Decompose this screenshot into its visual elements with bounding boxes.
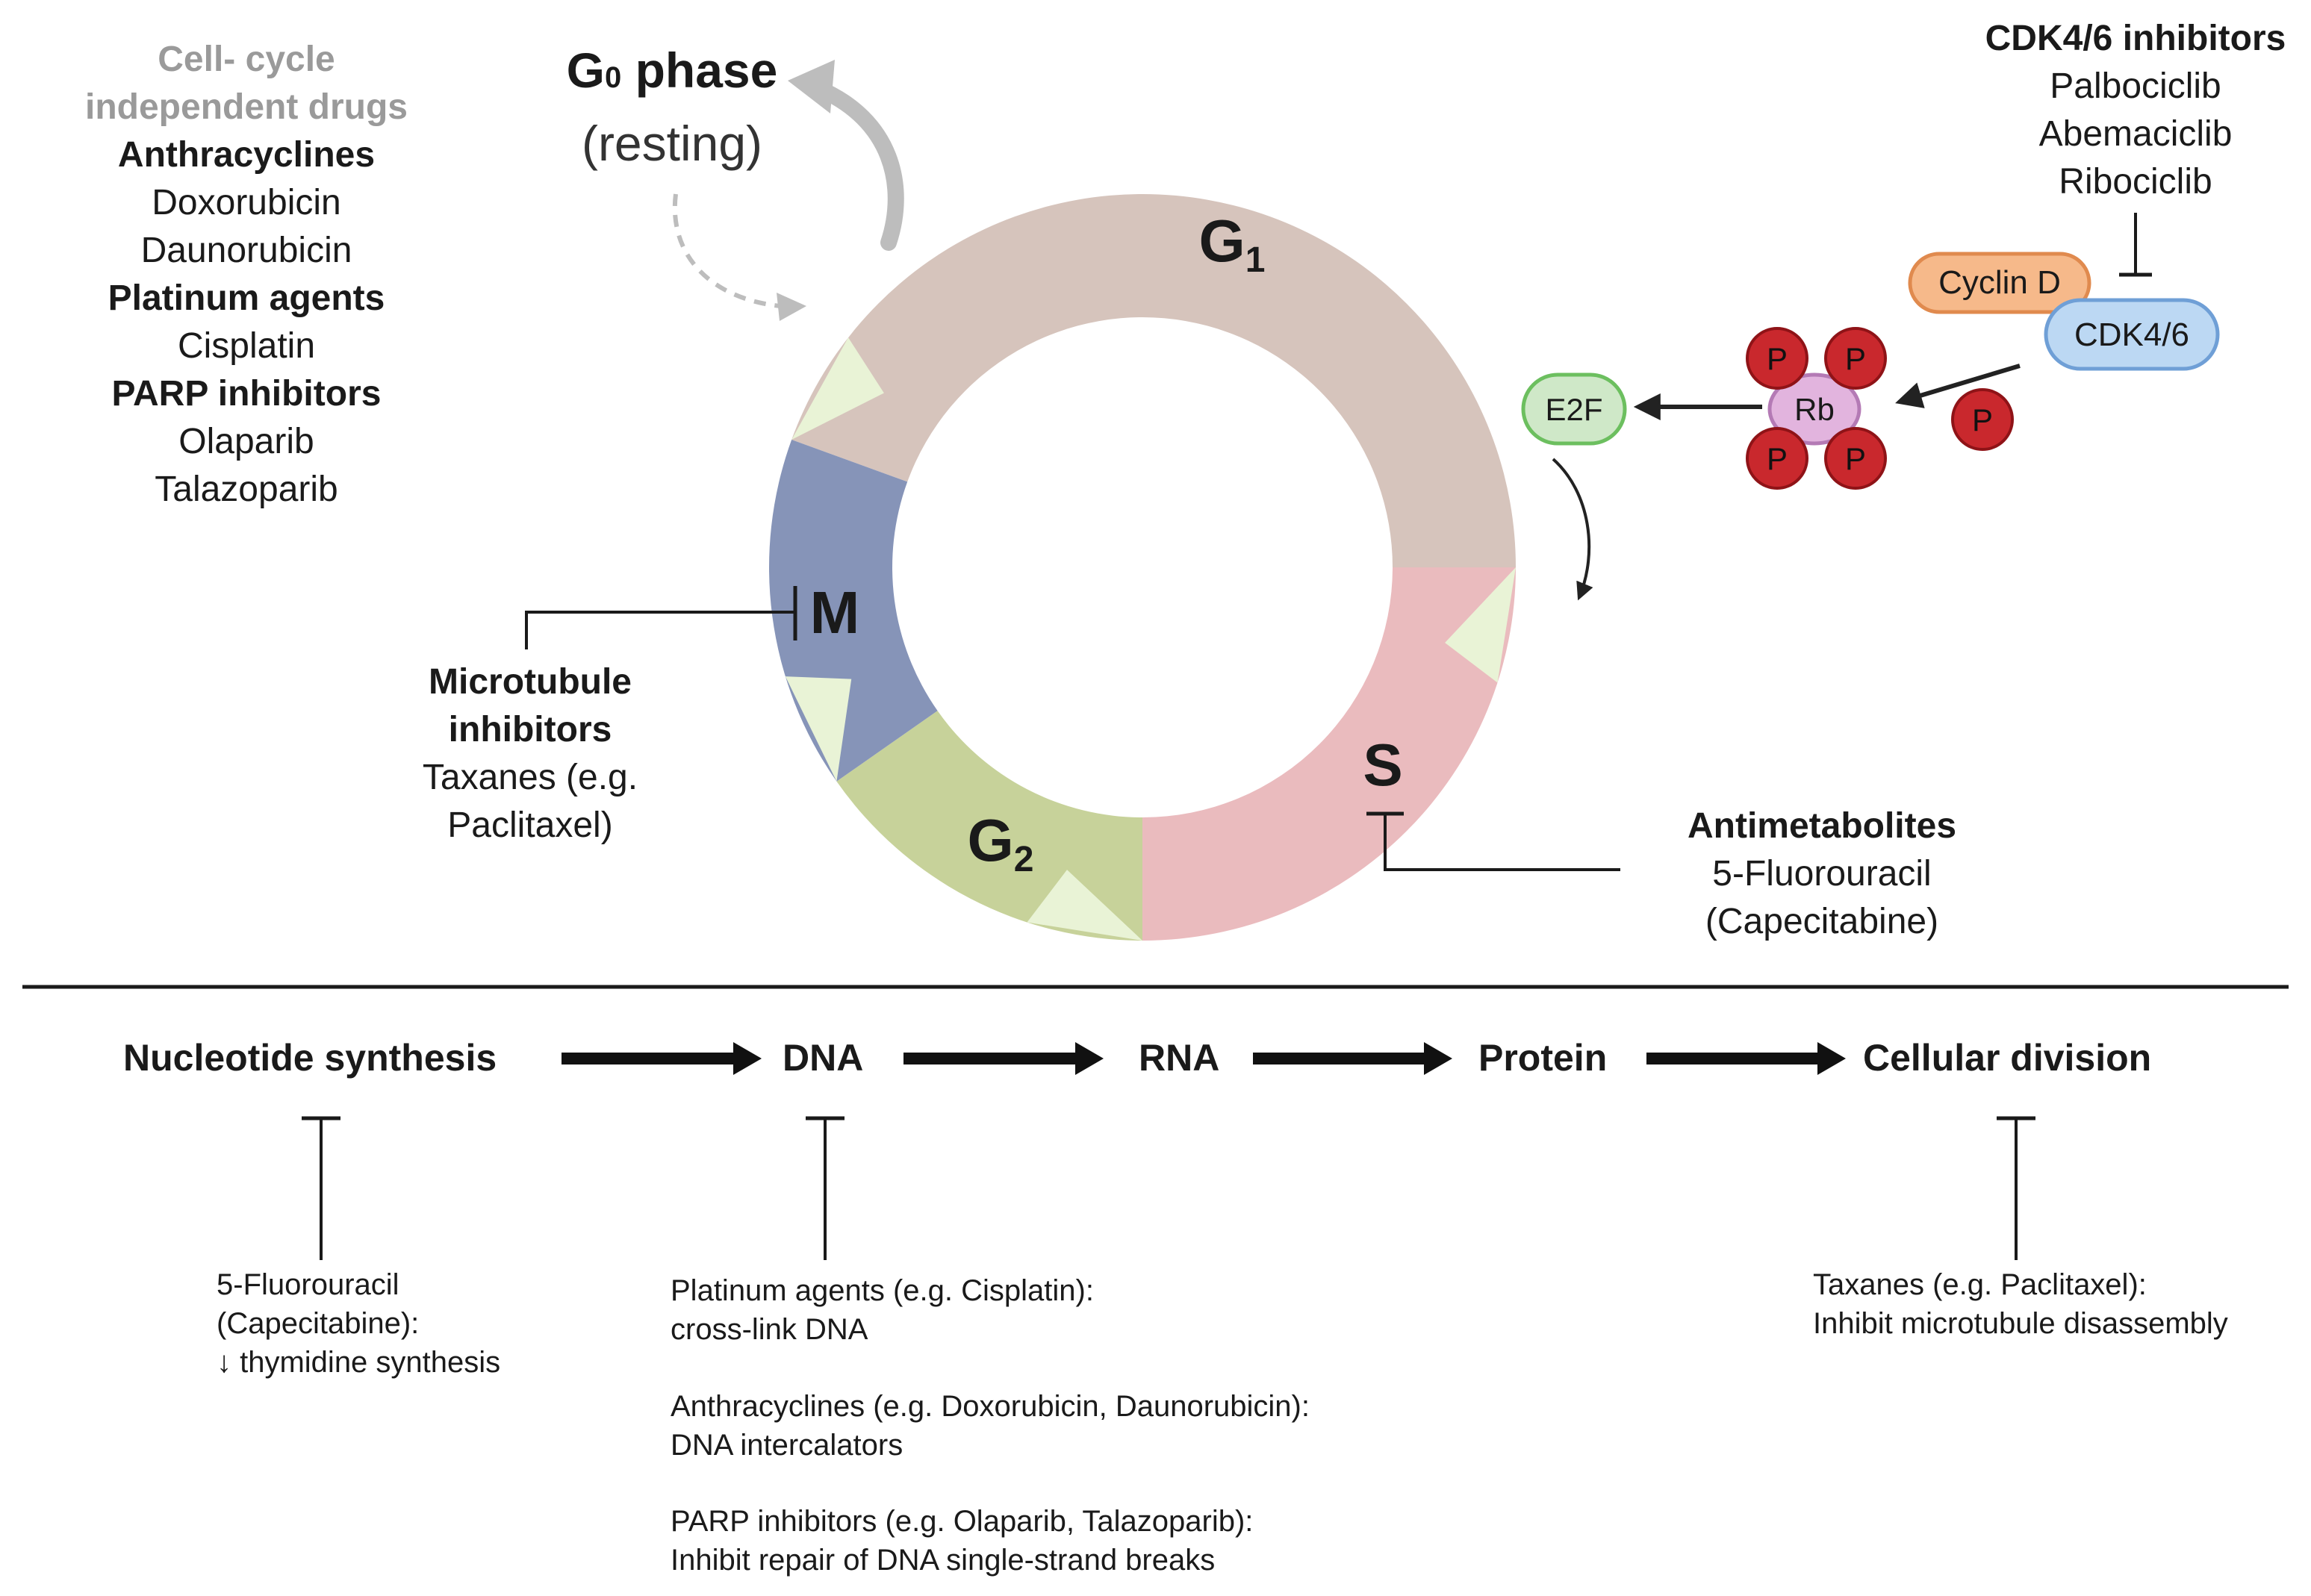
checkpoint-markers [785, 337, 1516, 941]
platinum-heading: Platinum agents [108, 278, 385, 318]
phosphate-group: P P P P P [1746, 327, 2014, 490]
cyclin-d-shape [1908, 252, 2091, 314]
checkpoint-wedge [1027, 870, 1142, 941]
note-division-line-2: Inhibit microtubule disassembly [1813, 1307, 2228, 1340]
phosphate-label: P [1767, 341, 1788, 376]
g0-phase-label: G0 phase (resting) [523, 39, 821, 178]
parp-heading: PARP inhibitors [111, 374, 382, 414]
phosphate-label: P [1845, 341, 1866, 376]
microtubule-heading-1: Microtubule [429, 662, 632, 702]
drug-olaparib: Olaparib [178, 422, 314, 461]
cyclin-d-label: Cyclin D [1938, 264, 2061, 301]
drug-daunorubicin: Daunorubicin [140, 231, 352, 270]
phosphate-icon: P [1746, 327, 1808, 390]
drug-talazoparib: Talazoparib [155, 470, 338, 509]
cdk-to-rb-arrow [1895, 364, 2021, 408]
note-parp-line-1: PARP inhibitors (e.g. Olaparib, Talazopa… [671, 1505, 1254, 1538]
drug-ribociclib: Ribociclib [2059, 162, 2212, 202]
e2f-label: E2F [1545, 392, 1602, 427]
microtubule-line-1: Taxanes (e.g. [422, 758, 638, 797]
note-division: Taxanes (e.g. Paclitaxel): Inhibit micro… [1813, 1265, 2228, 1343]
note-anthracyclines-line-1: Anthracyclines (e.g. Doxorubicin, Daunor… [671, 1390, 1310, 1423]
g0-exit-arrowhead [788, 60, 835, 113]
microtubule-inhibitor-line [525, 611, 795, 649]
drug-cisplatin: Cisplatin [177, 326, 316, 366]
cdk46-heading: CDK4/6 inhibitors [1985, 19, 2286, 58]
note-division-line-1: Taxanes (e.g. Paclitaxel): [1813, 1268, 2147, 1301]
m-label: M [810, 579, 860, 646]
step-dna: DNA [783, 1037, 864, 1079]
cdk46-label: CDK4/6 [2074, 317, 2189, 353]
note-platinum-line-1: Platinum agents (e.g. Cisplatin): [671, 1274, 1094, 1307]
note-platinum-line-2: cross-link DNA [671, 1313, 868, 1346]
rb-shape [1767, 372, 1861, 446]
microtubule-heading-2: inhibitors [448, 710, 612, 749]
s-segment [1142, 567, 1516, 941]
step-cellular-division: Cellular division [1863, 1037, 2152, 1079]
checkpoint-wedge [785, 676, 852, 782]
phosphate-icon: P [1824, 327, 1887, 390]
drug-palbociclib: Palbociclib [2050, 66, 2221, 106]
step-protein: Protein [1478, 1037, 1608, 1079]
independent-header-2: independent drugs [85, 87, 408, 127]
g0-return-arrowhead [777, 293, 806, 321]
microtubule-inhibitors: Microtubule inhibitors Taxanes (e.g. Pac… [358, 658, 702, 850]
e2f-to-s-arrow [1552, 458, 1593, 601]
note-anthracyclines-line-2: DNA intercalators [671, 1429, 903, 1462]
drug-doxorubicin: Doxorubicin [152, 183, 341, 222]
g1-label: G1 [1199, 208, 1266, 280]
e2f-shape [1521, 372, 1627, 446]
phosphate-label: P [1845, 441, 1866, 476]
step-rna: RNA [1139, 1037, 1220, 1079]
phosphate-icon: P [1746, 427, 1808, 490]
phosphate-icon: P [1951, 388, 2014, 451]
checkpoint-wedge [1445, 567, 1516, 683]
antimetabolites: Antimetabolites 5-Fluorouracil (Capecita… [1598, 802, 2046, 946]
note-nucleotide-line-2: (Capecitabine): [217, 1307, 420, 1340]
note-parp-line-2: Inhibit repair of DNA single-strand brea… [671, 1544, 1216, 1577]
note-nucleotide-line-1: 5-Fluorouracil [217, 1268, 399, 1301]
flow-arrows [562, 1042, 1846, 1075]
rb-label: Rb [1794, 392, 1835, 427]
g1-segment [791, 193, 1516, 567]
cdk46-shape [2044, 298, 2220, 371]
s-label: S [1363, 732, 1402, 798]
checkpoint-wedge [791, 337, 884, 440]
g0-title: G0 phase [566, 43, 778, 98]
microtubule-line-2: Paclitaxel) [447, 805, 613, 845]
flow-inhibitor-bars [302, 1116, 2035, 1260]
g0-exit-arrow [809, 80, 904, 251]
anthracyclines-heading: Anthracyclines [117, 135, 376, 175]
note-dna-platinum: Platinum agents (e.g. Cisplatin): cross-… [671, 1271, 1094, 1349]
cdk46-inhibitors: CDK4/6 inhibitors Palbociclib Abemacicli… [1941, 15, 2311, 206]
phosphate-label: P [1972, 402, 1993, 437]
drug-abemaciclib: Abemaciclib [2038, 114, 2233, 154]
note-nucleotide-line-3: ↓ thymidine synthesis [217, 1346, 501, 1379]
g2-label: G2 [968, 807, 1034, 879]
antimetabolite-inhibitor-line [1384, 814, 1620, 871]
antimetabolites-heading: Antimetabolites [1687, 806, 1957, 846]
g0-subtitle: (resting) [581, 116, 763, 171]
note-dna-parp: PARP inhibitors (e.g. Olaparib, Talazopa… [671, 1502, 1253, 1580]
g0-return-arrow [672, 193, 781, 308]
phosphate-label: P [1767, 441, 1788, 476]
phosphate-icon: P [1824, 427, 1887, 490]
independent-header-1: Cell- cycle [158, 40, 335, 79]
antimetabolites-line-1: 5-Fluorouracil [1712, 854, 1932, 894]
note-nucleotide: 5-Fluorouracil (Capecitabine): ↓ thymidi… [217, 1265, 500, 1382]
step-nucleotide-synthesis: Nucleotide synthesis [123, 1037, 497, 1079]
cell-cycle-independent-drugs: Cell- cycle independent drugs Anthracycl… [30, 36, 463, 514]
antimetabolites-line-2: (Capecitabine) [1705, 902, 1939, 941]
note-dna-anthracyclines: Anthracyclines (e.g. Doxorubicin, Daunor… [671, 1387, 1310, 1465]
